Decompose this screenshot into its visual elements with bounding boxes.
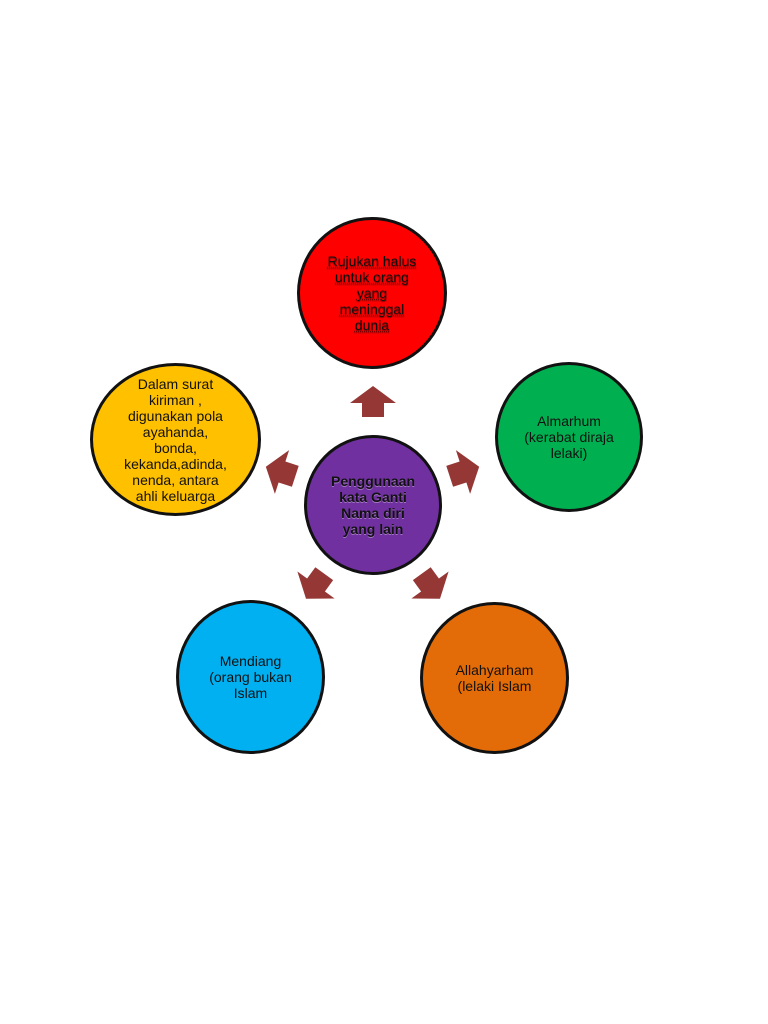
branch-node-bottom-left-label: Mendiang (orang bukan Islam	[209, 653, 292, 701]
center-node: Penggunaan kata Ganti Nama diri yang lai…	[304, 435, 442, 575]
center-node-label: Penggunaan kata Ganti Nama diri yang lai…	[330, 473, 415, 537]
arrow-bottom-left	[297, 567, 335, 599]
arrow-right	[446, 450, 480, 494]
branch-node-top-label: Rujukan halus untuk orang yang meninggal…	[327, 253, 417, 333]
arrow-top	[350, 386, 396, 417]
branch-node-bottom-left: Mendiang (orang bukan Islam	[176, 600, 325, 754]
branch-node-top: Rujukan halus untuk orang yang meninggal…	[297, 217, 447, 369]
branch-node-bottom-right-label: Allahyarham (lelaki Islam	[455, 662, 534, 694]
branch-node-bottom-right: Allahyarham (lelaki Islam	[420, 602, 569, 754]
arrow-bottom-right	[411, 567, 449, 599]
branch-node-left: Dalam surat kiriman , digunakan pola aya…	[90, 363, 261, 516]
branch-node-right: Almarhum (kerabat diraja lelaki)	[495, 362, 643, 512]
branch-node-left-label: Dalam surat kiriman , digunakan pola aya…	[124, 375, 227, 504]
branch-node-right-label: Almarhum (kerabat diraja lelaki)	[524, 413, 614, 461]
arrow-left	[265, 450, 299, 494]
